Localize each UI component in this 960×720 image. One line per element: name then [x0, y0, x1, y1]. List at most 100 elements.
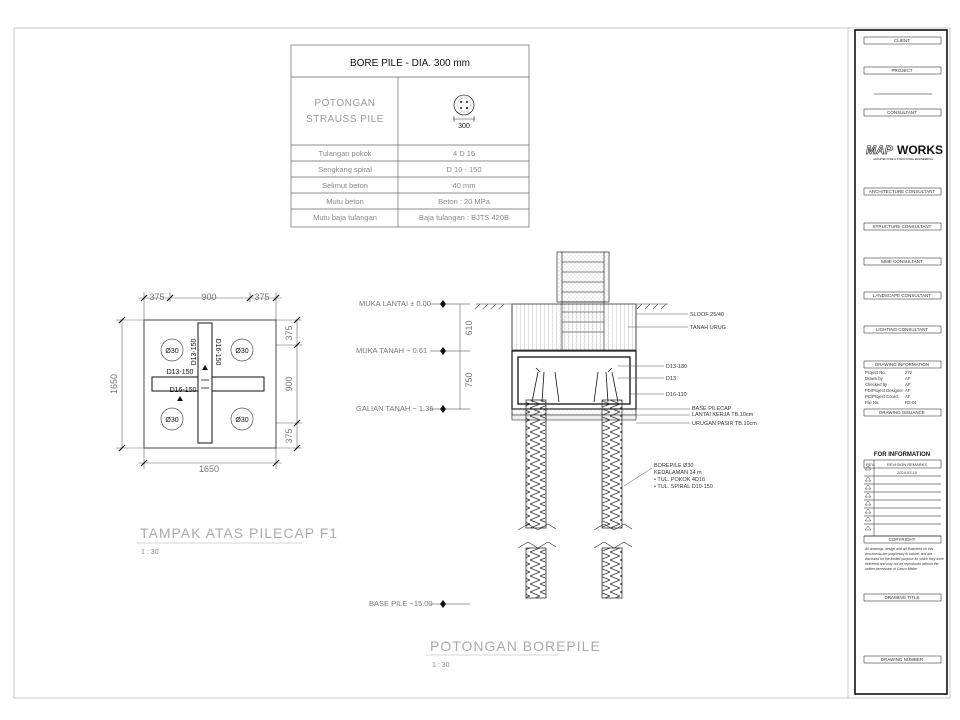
- tb-rev-header: REV.: [866, 462, 875, 467]
- spec-table-title: BORE PILE - DIA. 300 mm: [350, 58, 470, 69]
- tb-client: CLIENT: [894, 38, 910, 43]
- tb-copyright-line: disclosed for the limited purpose for wh…: [865, 557, 944, 561]
- tb-info-label: File No.: [865, 400, 879, 405]
- callout-d13: D13: [666, 376, 676, 382]
- tb-info-value: 272: [905, 370, 913, 375]
- bar-label: D16-150: [170, 387, 197, 394]
- section-scale: 1 : 30: [432, 662, 450, 669]
- dim-610: 610: [464, 320, 474, 335]
- plan-dim-right-1: 375: [284, 325, 294, 340]
- tb-logo-sub: ARCHITECTURE & STRUCTURAL ENGINEERING: [873, 157, 933, 161]
- title-block-labels: CLIENT PROJECT CONSULTANT ARCHITECTURE C…: [869, 38, 936, 662]
- tb-drawing-info: DRAWING INFORMATION: [875, 362, 929, 367]
- pile-section-symbol: [453, 94, 475, 122]
- tb-copyright-line: All drawings, design and art illustrated…: [864, 547, 933, 551]
- tb-for-information: FOR INFORMATION: [874, 452, 930, 458]
- tb-info-value: AF: [905, 376, 911, 381]
- callout-tul-spiral: • TUL. SPIRAL D10-150: [654, 484, 713, 490]
- borepile-section: [430, 251, 690, 608]
- tb-copyright-line: delivered and may not be reproduced with…: [865, 562, 939, 566]
- plan-dim-right-3: 375: [284, 428, 294, 443]
- plan-dim-top-1: 375: [149, 292, 164, 302]
- tb-drawing-title: DRAWING TITLE: [884, 595, 919, 600]
- callout-tanah: TANAH URUG: [690, 325, 726, 331]
- tb-copyright-line: written permission of Gasco Melter: [865, 567, 918, 571]
- tb-revision-date: 2024.03.15: [897, 470, 918, 475]
- tb-info-label: Drawn by: [865, 376, 884, 381]
- section-title: POTONGAN BOREPILE: [430, 638, 601, 654]
- spec-row-value: 40 mm: [453, 181, 476, 190]
- sheet-border: [13, 27, 951, 699]
- plan-dim-top-2: 900: [201, 292, 216, 302]
- callout-d16-110: D16-110: [666, 392, 687, 398]
- tb-architecture: ARCHITECTURE CONSULTANT: [869, 189, 936, 194]
- pile-label: Ø30: [235, 348, 248, 355]
- plan-dim-left: 1650: [109, 374, 119, 394]
- plan-dim-top-3: 375: [254, 292, 269, 302]
- plan-dim-right-2: 900: [284, 376, 294, 391]
- spec-row-label: Mutu baja tulangan: [313, 213, 377, 222]
- section-label-2: STRAUSS PILE: [306, 114, 384, 125]
- bar-label: D16-150: [214, 339, 221, 366]
- tb-landscape: LANDSCAPE CONSULTANT: [873, 293, 932, 298]
- bar-label: D13-150: [191, 338, 198, 365]
- tb-info-rows: Project No. 272 Drawn by AF Checked by A…: [865, 370, 918, 405]
- tb-consultant: CONSULTANT: [887, 110, 917, 115]
- pile-labels: Ø30 Ø30 Ø30 Ø30: [165, 348, 248, 424]
- callout-urugan: URUGAN PASIR TB.10cm: [692, 421, 757, 427]
- callout-sloof: SLOOF 25/40: [690, 312, 724, 318]
- plan-scale: 1 : 30: [141, 549, 159, 556]
- callout-borepile: BOREPILE Ø30: [654, 463, 693, 469]
- pile-diameter-label: 300: [458, 123, 470, 130]
- bar-label: D13-150: [167, 369, 194, 376]
- tb-info-label: Checked by: [865, 382, 888, 387]
- spec-row-value: Baja tulangan : BJTS 420B: [419, 213, 509, 222]
- spec-row-label: Selimut beton: [322, 181, 368, 190]
- tb-drawing-issuance: DRAWING ISSUANCE: [879, 410, 925, 415]
- tb-remark-header: REVISION REMARKS: [887, 462, 927, 467]
- tb-info-value: AF: [905, 388, 911, 393]
- level-muka-lantai: MUKA LANTAI ± 0.00: [359, 299, 431, 308]
- tb-info-label: Project No.: [865, 370, 886, 375]
- pile-label: Ø30: [235, 417, 248, 424]
- tb-info-value: AF: [905, 382, 911, 387]
- spec-row-label: Mutu beton: [326, 197, 364, 206]
- tb-lighting: LIGHTING CONSULTANT: [876, 327, 929, 332]
- callout-tul-pokok: • TUL. POKOK 4D16: [654, 477, 705, 483]
- spec-row-label: Sengkang spiral: [318, 165, 372, 174]
- level-galian-tanah: GALIAN TANAH − 1.36: [356, 404, 433, 413]
- callout-base-pilecap: BASE PILECAP: [692, 406, 732, 412]
- dim-750: 750: [464, 372, 474, 387]
- spec-row-label: Tulangan pokok: [318, 149, 371, 158]
- tb-info-value: RS-01: [905, 400, 918, 405]
- tb-info-label: PD/Project Designer: [865, 388, 904, 393]
- callout-lantai-kerja: LANTAI KERJA TB.10cm: [692, 412, 754, 418]
- tb-copyright: COPYRIGHT: [889, 537, 916, 542]
- section-label-1: POTONGAN: [314, 98, 375, 109]
- tb-copyright-text: All drawings, design and art illustrated…: [864, 547, 944, 571]
- spec-table-rows: Tulangan pokok 4 D 16 Sengkang spiral D …: [313, 149, 509, 222]
- level-base-pile: BASE PILE −15.00: [369, 599, 433, 608]
- spec-table: [290, 44, 530, 228]
- pile-label: Ø30: [165, 417, 178, 424]
- tb-copyright-line: documents are proprietary in nature, and…: [865, 552, 932, 556]
- level-muka-tanah: MUKA TANAH − 0.61: [356, 346, 427, 355]
- tb-info-value: AF: [905, 394, 911, 399]
- tb-project: PROJECT: [891, 68, 912, 73]
- section-callouts: SLOOF 25/40 TANAH URUG D13-180 D13 D16-1…: [654, 312, 757, 490]
- tb-drawing-number: DRAWING NUMBER: [881, 657, 924, 662]
- spec-row-value: D 10 - 150: [446, 165, 481, 174]
- title-block: [847, 28, 948, 698]
- plan-dim-bottom: 1650: [199, 464, 219, 474]
- tb-info-label: PC/Project Coord.: [865, 394, 899, 399]
- plan-title: TAMPAK ATAS PILECAP F1: [140, 525, 338, 541]
- spec-row-value: 4 D 16: [453, 149, 475, 158]
- tb-logo-works: WORKS: [897, 143, 943, 157]
- callout-d13-180: D13-180: [666, 364, 687, 370]
- spec-row-value: Beton : 20 MPa: [438, 197, 491, 206]
- tb-mme: MME CONSULTANT: [881, 259, 923, 264]
- pilecap-plan: [116, 292, 302, 469]
- pile-label: Ø30: [165, 348, 178, 355]
- tb-logo-map: MAP: [866, 143, 894, 157]
